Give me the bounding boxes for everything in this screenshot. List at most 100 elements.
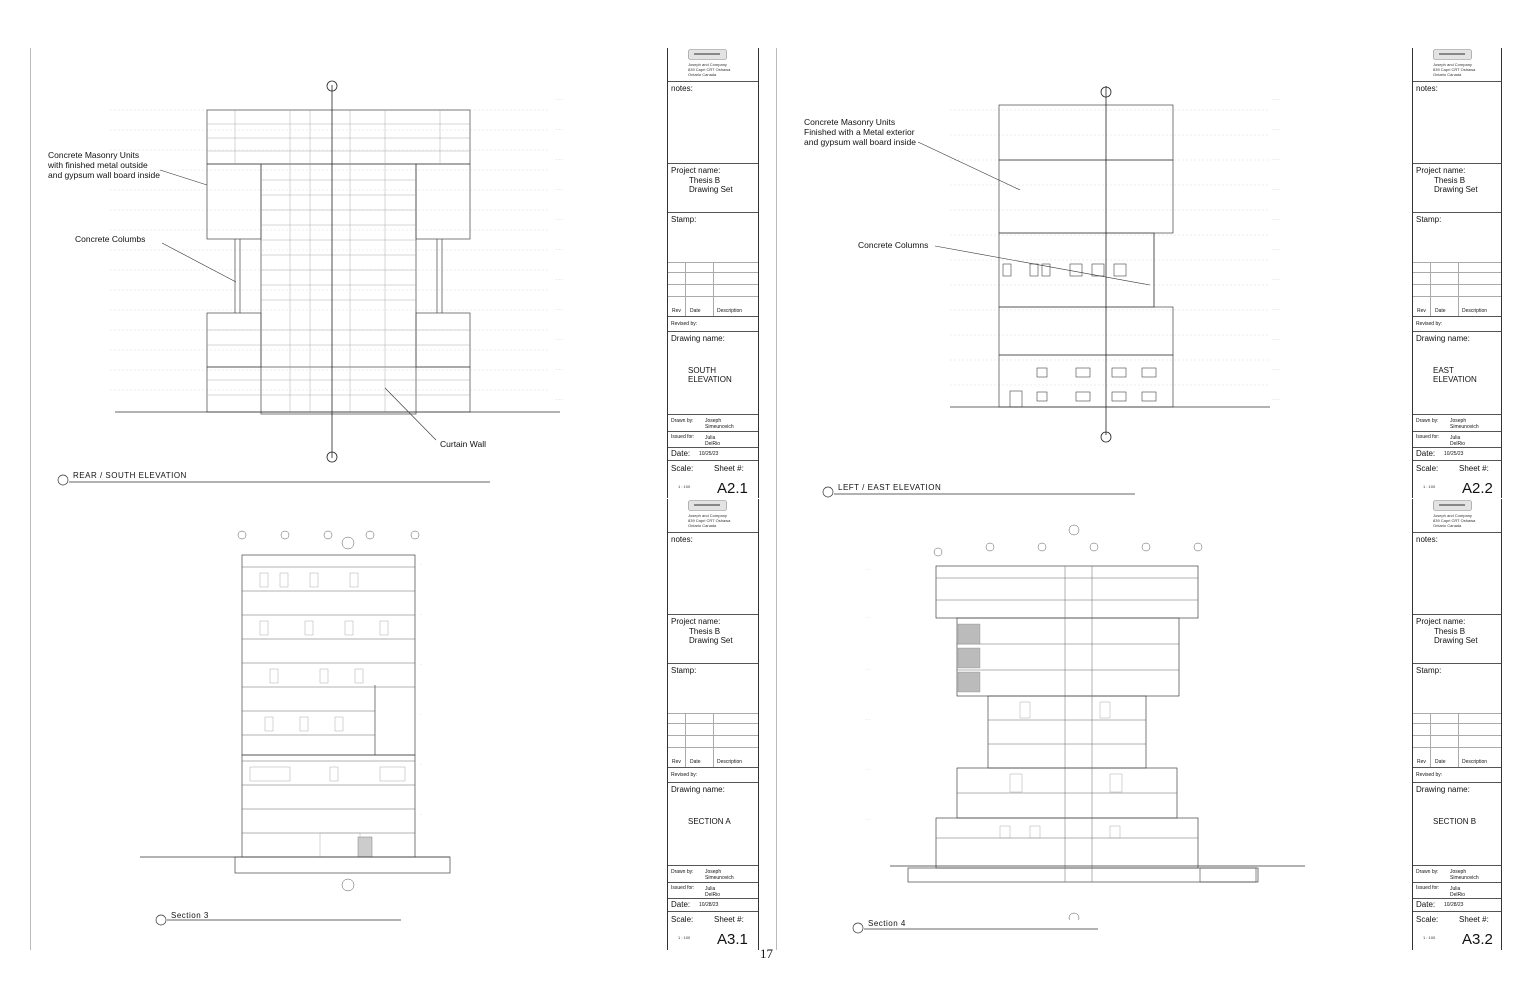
date-label: Date: <box>1416 449 1436 458</box>
issued-for-line2: DelRio <box>1450 892 1466 898</box>
drawn-by-label: Drawn by: <box>1416 869 1439 875</box>
issued-for-line1: Julia <box>1450 886 1461 892</box>
svg-text:-- -- --: -- -- -- <box>1272 247 1280 251</box>
issued-for-label: Issued for: <box>671 885 695 891</box>
scale-label: Scale: <box>671 915 694 924</box>
drawing-name-line2: ELEVATION <box>1433 375 1477 384</box>
svg-text:--: -- <box>420 712 422 716</box>
svg-text:-- -- --: -- -- -- <box>1272 397 1280 401</box>
issued-for-label: Issued for: <box>1416 885 1440 891</box>
title-block-a3-1: Joseph and Company 839 Capri CRT Oshawa … <box>667 499 759 950</box>
east-view-title: LEFT / EAST ELEVATION <box>838 483 942 492</box>
svg-text:--: -- <box>420 762 422 766</box>
drawing-name-label: Drawing name: <box>671 785 725 794</box>
firm-region: Ontario Canada <box>688 72 717 77</box>
drawing-name-line1: EAST <box>1433 366 1454 375</box>
svg-text:-- -- --: -- -- -- <box>1272 337 1280 341</box>
east-cmu-annotation: Concrete Masonry Units Finished with a M… <box>804 117 916 147</box>
description-label: Description <box>1462 308 1488 314</box>
scale-value: 1 : 100 <box>1423 484 1436 489</box>
svg-text:-- -- --: -- -- -- <box>555 127 563 131</box>
svg-text:-- -- --: -- -- -- <box>555 397 563 401</box>
firm-address: 839 Capri CRT Oshawa <box>1433 67 1476 72</box>
scale-label: Scale: <box>1416 915 1439 924</box>
svg-text:-- --: -- -- <box>865 817 870 821</box>
project-name-label: Project name: <box>1416 166 1466 175</box>
sheet-number: A2.2 <box>1462 480 1493 497</box>
revised-by-label: Revised by: <box>671 321 698 327</box>
date-value: 10/25/23 <box>1444 451 1464 457</box>
scale-label: Scale: <box>1416 464 1439 473</box>
section-3-title: Section 3 <box>171 911 209 920</box>
title-block-a3-2: Joseph and Company 839 Capri CRT Oshawa … <box>1412 499 1502 950</box>
firm-logo <box>1433 49 1472 60</box>
svg-text:--: -- <box>420 662 422 666</box>
page-number: 17 <box>760 946 773 961</box>
date-label: Date: <box>671 900 691 909</box>
east-elevation-drawing: -- -- -- -- -- -- -- -- -- -- -- -- -- -- -… <box>917 86 1280 443</box>
date-col-label: Date <box>690 759 701 765</box>
notes-label: notes: <box>671 84 693 93</box>
south-columns-annotation: Concrete Columbs <box>75 234 146 244</box>
east-cmu-line2: Finished with a Metal exterior <box>804 127 915 137</box>
scale-value: 1 : 100 <box>678 484 691 489</box>
south-view-title-mark <box>57 474 490 486</box>
stamp-label: Stamp: <box>671 666 697 675</box>
drawing-name-label: Drawing name: <box>1416 334 1470 343</box>
svg-text:-- -- --: -- -- -- <box>1272 277 1280 281</box>
date-col-label: Date <box>1435 759 1446 765</box>
drawn-by-line2: Simeunovich <box>705 875 734 881</box>
firm-logo <box>688 500 727 511</box>
firm-region: Ontario Canada <box>1433 523 1462 528</box>
firm-address: 839 Capri CRT Oshawa <box>1433 518 1476 523</box>
stamp-label: Stamp: <box>671 215 697 224</box>
scale-value: 1 : 100 <box>1423 935 1436 940</box>
svg-text:--: -- <box>420 812 422 816</box>
project-name-label: Project name: <box>1416 617 1466 626</box>
issued-for-line2: DelRio <box>705 441 721 447</box>
date-col-label: Date <box>690 308 701 314</box>
drawn-by-label: Drawn by: <box>1416 418 1439 424</box>
south-cmu-line2: with finished metal outside <box>48 160 148 170</box>
east-cmu-line1: Concrete Masonry Units <box>804 117 896 127</box>
project-name-line1: Thesis B <box>1434 627 1466 636</box>
drawn-by-label: Drawn by: <box>671 418 694 424</box>
project-name-line1: Thesis B <box>1434 176 1466 185</box>
firm-region: Ontario Canada <box>1433 72 1462 77</box>
drawn-by-line1: Joseph <box>1450 869 1467 875</box>
firm-region: Ontario Canada <box>688 523 717 528</box>
date-value: 10/28/23 <box>699 902 719 908</box>
description-label: Description <box>717 759 743 765</box>
notes-label: notes: <box>1416 535 1438 544</box>
firm-name: Joseph and Company <box>688 513 727 518</box>
date-value: 10/25/23 <box>699 451 719 457</box>
title-block-a2-1: Joseph and Company 839 Capri CRT Oshawa … <box>667 48 759 498</box>
east-view-title-mark <box>822 486 1135 498</box>
rev-label: Rev <box>1417 308 1426 314</box>
revised-by-label: Revised by: <box>1416 772 1443 778</box>
firm-logo <box>1433 500 1472 511</box>
stamp-label: Stamp: <box>1416 666 1442 675</box>
drawing-name-label: Drawing name: <box>1416 785 1470 794</box>
drawn-by-line2: Simeunovich <box>705 424 734 430</box>
sheet-left-border <box>30 48 31 950</box>
revised-by-label: Revised by: <box>1416 321 1443 327</box>
project-name-line2: Drawing Set <box>1434 185 1478 194</box>
notes-label: notes: <box>671 535 693 544</box>
sheet-right-border <box>776 48 777 950</box>
drawn-by-line1: Joseph <box>705 869 722 875</box>
drawn-by-line2: Simeunovich <box>1450 875 1479 881</box>
description-label: Description <box>1462 759 1488 765</box>
svg-text:-- --: -- -- <box>865 717 870 721</box>
svg-text:-- -- --: -- -- -- <box>1272 97 1280 101</box>
drawing-name-label: Drawing name: <box>671 334 725 343</box>
drawing-name-line1: SECTION A <box>688 817 731 826</box>
stamp-label: Stamp: <box>1416 215 1442 224</box>
svg-text:-- -- --: -- -- -- <box>1272 127 1280 131</box>
issued-for-label: Issued for: <box>1416 434 1440 440</box>
sheet-number: A3.2 <box>1462 931 1493 948</box>
firm-name: Joseph and Company <box>1433 513 1472 518</box>
drawn-by-line2: Simeunovich <box>1450 424 1479 430</box>
south-cmu-line3: and gypsum wall board inside <box>48 170 160 180</box>
sheet-label: Sheet #: <box>1459 464 1489 473</box>
